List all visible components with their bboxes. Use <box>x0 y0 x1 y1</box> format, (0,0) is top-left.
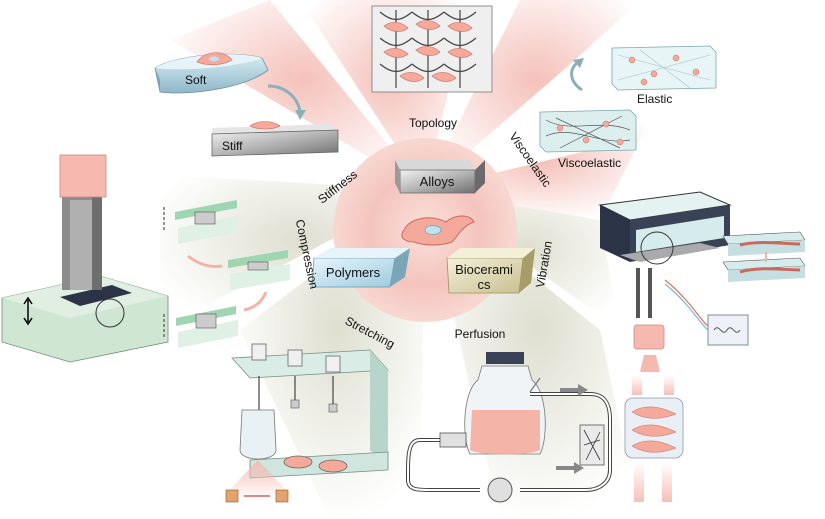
cell-stack-detail <box>624 375 684 502</box>
viscoelastic-gel <box>539 109 637 153</box>
alloys-label: Alloys <box>420 174 455 189</box>
bioceramics-block: Bioce​rami cs <box>446 248 535 294</box>
soft-label: Soft <box>185 73 207 87</box>
stiff-label: Stiff <box>222 139 243 153</box>
compression-device <box>1 154 169 363</box>
elastic-cycle-arrow <box>570 60 583 92</box>
compression-steps <box>163 200 290 348</box>
stiff-block: Stiff <box>211 121 339 157</box>
topology-lattice <box>371 5 493 93</box>
elastic-gel <box>611 45 717 91</box>
soft-to-stiff-arrow <box>267 84 302 113</box>
sector-label-perfusion: Perfusion <box>455 327 506 341</box>
vibration-device <box>598 191 749 372</box>
alloys-block: Alloys <box>395 160 485 194</box>
stretching-device <box>220 343 389 503</box>
bioceramics-label-line1: Bioce​rami <box>455 262 513 277</box>
sector-label-topology: Topology <box>409 116 457 130</box>
bioceramics-label-line2: cs <box>478 277 492 292</box>
perfusion-system <box>406 352 612 503</box>
viscoelastic-label: Viscoelastic <box>558 156 621 170</box>
vibration-detail <box>722 231 806 282</box>
polymers-block: Polymers <box>311 248 410 288</box>
center-cell <box>401 215 475 246</box>
elastic-label: Elastic <box>637 92 672 106</box>
polymers-label: Polymers <box>326 265 381 280</box>
soft-block: Soft <box>154 52 269 94</box>
